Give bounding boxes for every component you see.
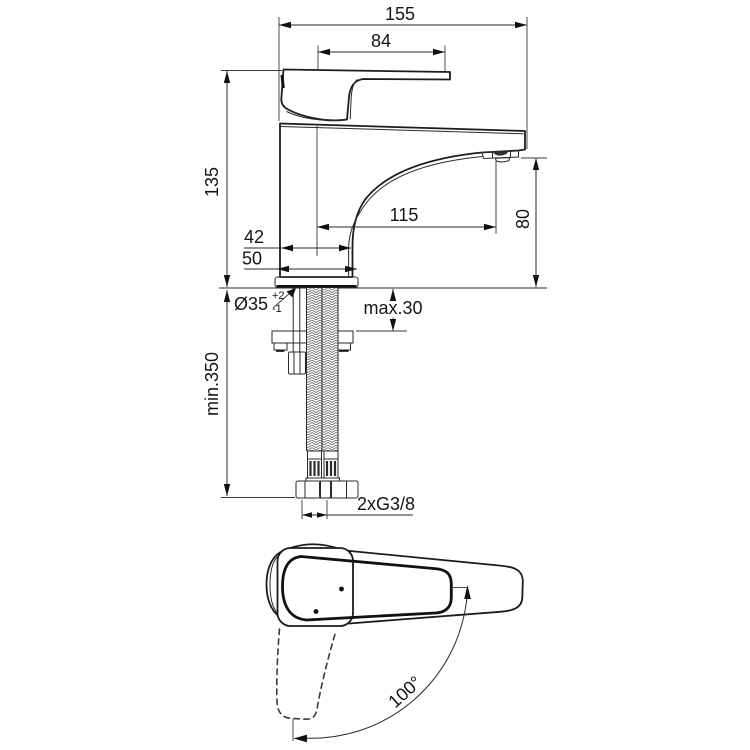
dim-80: 80 (513, 157, 547, 287)
lever-edge-mark (280, 74, 285, 89)
dim-115: 115 (317, 160, 497, 234)
crimp-sleeve-right (323, 450, 339, 460)
dim-max30-label: max.30 (363, 298, 422, 318)
handle-lever-top (339, 549, 524, 625)
dim-80-label: 80 (513, 209, 533, 229)
handle-grip-outline (281, 555, 453, 622)
base-plate (274, 276, 359, 288)
dim-155-label: 155 (385, 4, 415, 24)
dim-hole-tol-lower: -1 (272, 303, 282, 315)
dim-155: 155 (278, 4, 528, 149)
dim-50-label: 50 (242, 249, 262, 269)
fixing-stud (288, 288, 306, 375)
lever-bottom-accent (286, 111, 346, 121)
body-top-accent (280, 126, 524, 135)
body-inner-accent (348, 156, 484, 277)
side-view (219, 68, 547, 499)
dim-thread-label: 2xG3/8 (357, 494, 415, 514)
dim-84-label: 84 (371, 31, 391, 51)
dim-135: 135 (202, 70, 282, 287)
crimp-sleeve-left (307, 450, 322, 460)
dim-hole-tol-upper: +2 (272, 290, 285, 302)
dim-115-label: 115 (390, 205, 419, 225)
dim-max30: max.30 (356, 289, 423, 332)
hose-nut-right (319, 480, 359, 499)
dim-hole-label: Ø35 (234, 294, 268, 314)
dim-135-label: 135 (202, 167, 222, 197)
dim-hole: Ø35 +2 -1 (234, 288, 296, 315)
marker-dot-1 (339, 586, 344, 592)
cap-inner-arc (269, 556, 278, 614)
stud-nut (288, 351, 306, 375)
handle-lever-side (280, 68, 451, 122)
dim-angle-label: 100° (384, 672, 425, 712)
aerator (481, 149, 519, 163)
dim-min350: min.350 (202, 290, 295, 498)
marker-dot-2 (313, 609, 319, 614)
dim-84: 84 (317, 31, 446, 72)
dimensions: 155 84 135 115 (202, 4, 547, 519)
hose-nut-left (295, 480, 331, 499)
cap-outer-arc (265, 551, 282, 619)
body-top-view (276, 547, 354, 627)
dim-42: 42 (244, 227, 351, 252)
top-view: 100° (265, 543, 524, 743)
lever-neck-accent (349, 78, 358, 120)
dim-min350-label: min.350 (202, 352, 222, 416)
handle-rotated-dashed (275, 628, 337, 721)
supply-hoses (295, 288, 359, 499)
faucet-body (279, 122, 526, 278)
aerator-insert (493, 151, 508, 156)
dim-50: 50 (242, 249, 357, 273)
dim-thread: 2xG3/8 (301, 494, 415, 519)
dim-42-label: 42 (244, 227, 264, 247)
